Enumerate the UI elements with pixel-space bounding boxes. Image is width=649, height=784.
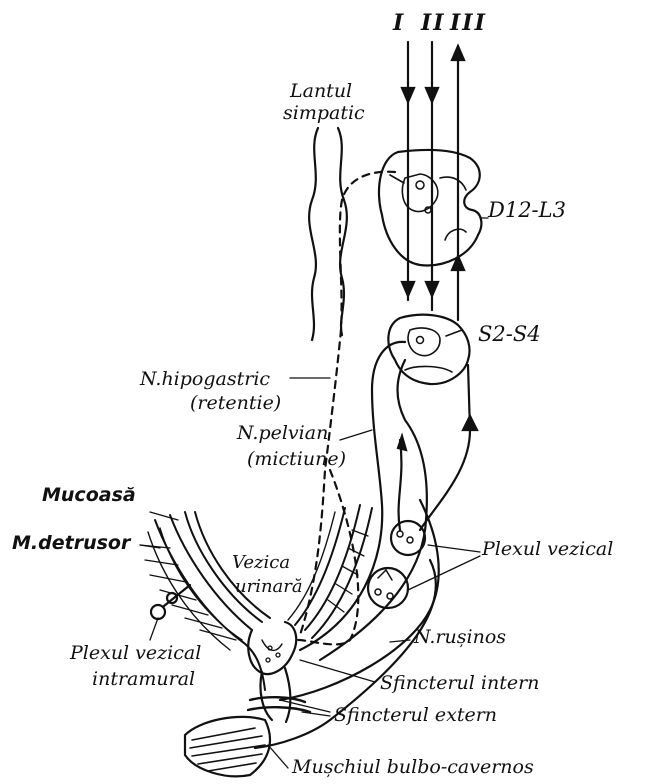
pelvic-nerve-label: N.pelvian	[237, 422, 328, 444]
intramural-plexus-label-line1: Plexul vezical	[70, 642, 201, 664]
sphincter-region	[248, 622, 310, 722]
pudendal-nerve-label: N.rușinos	[414, 626, 506, 648]
pathway-label-1: I	[393, 10, 405, 36]
bladder-label-line2: urinară	[235, 576, 303, 597]
external-sphincter-label: Sfincterul extern	[334, 704, 497, 726]
retention-label: (retentie)	[190, 392, 281, 414]
sympathetic-chain-label-line1: Lantul	[290, 80, 352, 102]
spinal-segment-upper	[379, 150, 481, 265]
detrusor-label: M.detrusor	[12, 532, 130, 554]
micturition-label: (mictiune)	[247, 448, 346, 470]
bladder-wall-right	[288, 505, 372, 638]
bladder-label-line1: Vezica	[232, 552, 290, 573]
bulbocavernosus-label: Mușchiul bulbo-cavernos	[292, 756, 534, 778]
pathway-label-3: III	[450, 10, 487, 36]
intramural-plexus-label-line2: intramural	[92, 668, 195, 690]
bulbocavernosus-muscle	[185, 717, 270, 776]
pathway-label-2: II	[421, 10, 446, 36]
internal-sphincter-label: Sfincterul intern	[380, 672, 539, 694]
hypogastric-nerve-label: N.hipogastric	[140, 368, 270, 390]
segment-lower-label: S2-S4	[478, 322, 541, 346]
sympathetic-chain-label-line2: simpatic	[283, 102, 365, 124]
mucosa-label: Mucoasă	[42, 484, 136, 506]
rusinos-nerve	[280, 500, 439, 700]
vesical-plexus-label: Plexul vezical	[482, 538, 613, 560]
segment-upper-label: D12-L3	[488, 198, 566, 222]
